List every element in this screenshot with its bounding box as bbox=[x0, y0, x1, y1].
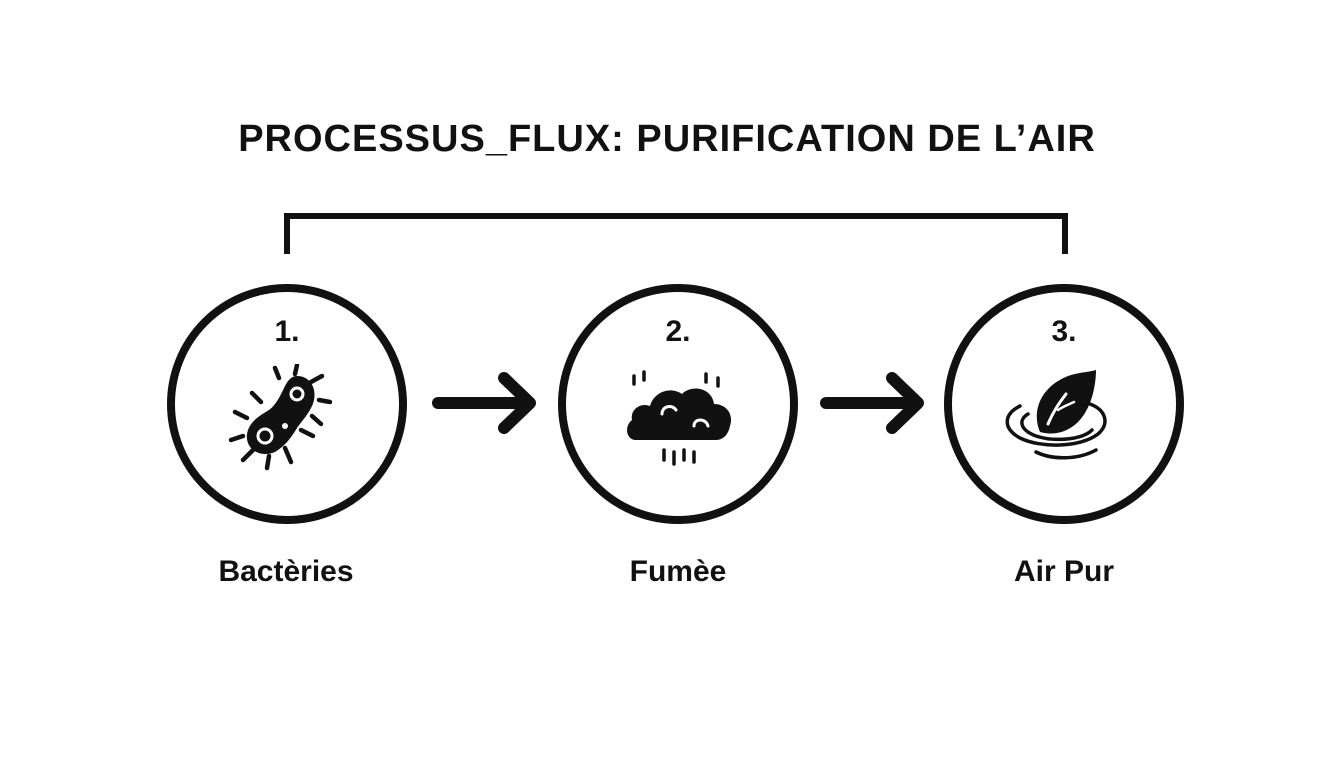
leaf-swirl-icon bbox=[1005, 370, 1107, 460]
step-3-circle bbox=[944, 284, 1184, 524]
bacteria-icon bbox=[228, 364, 333, 471]
step-2-circle bbox=[558, 284, 798, 524]
diagram-title: PROCESSUS_FLUX: PURIFICATION DE L’AIR bbox=[238, 118, 1096, 160]
step-1-number: 1. bbox=[274, 315, 300, 348]
step-2-label: Fumèe bbox=[629, 555, 727, 588]
arrow-right-icon bbox=[820, 372, 924, 434]
arrow-right-icon bbox=[432, 372, 536, 434]
step-3-label: Air Pur bbox=[1013, 555, 1115, 588]
step-1-circle bbox=[167, 284, 407, 524]
smoke-cloud-icon bbox=[627, 370, 732, 466]
step-1-label: Bactèries bbox=[218, 555, 354, 588]
step-3-number: 3. bbox=[1051, 315, 1077, 348]
step-2-number: 2. bbox=[665, 315, 691, 348]
